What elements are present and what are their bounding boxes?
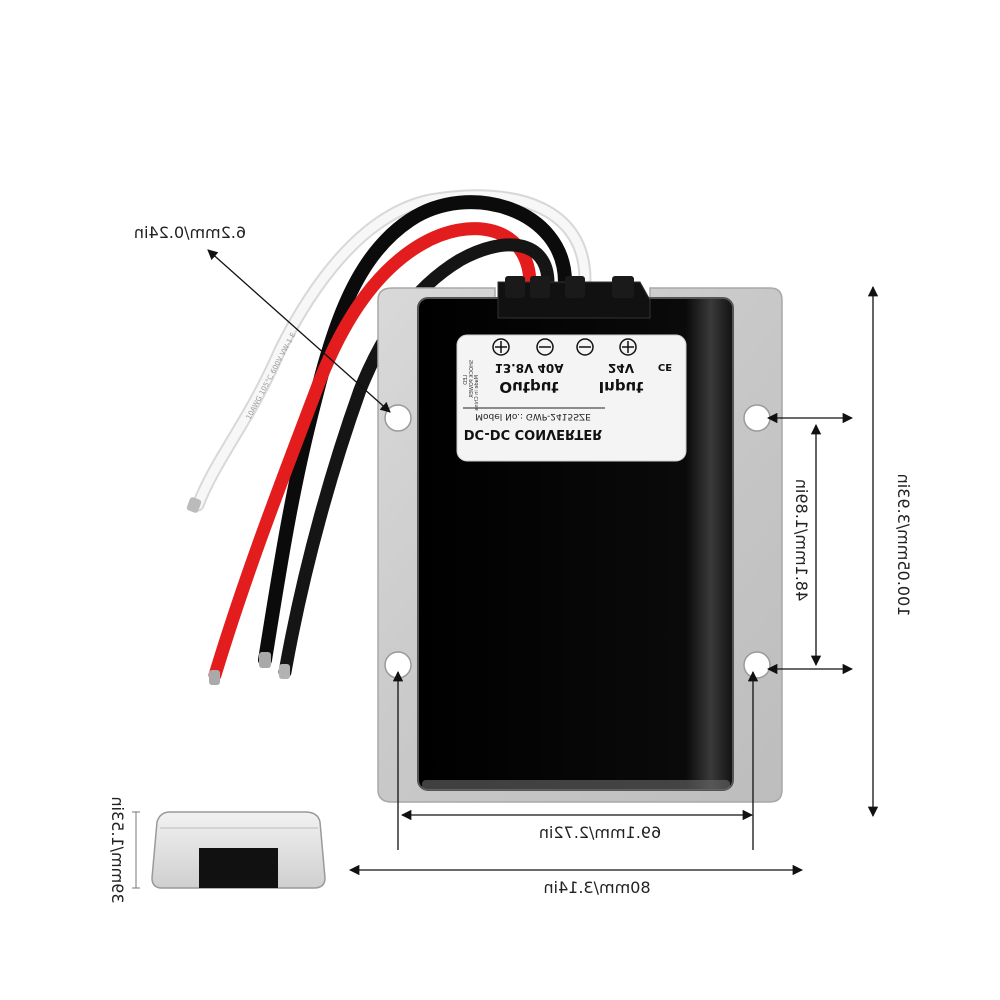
output-value: 13.8V 40A	[494, 361, 564, 375]
dim-total-height: 100.05mm/3.93in	[894, 474, 913, 617]
dim-hole-diameter: 6.2mm/0.24in	[134, 223, 246, 242]
model-number: Model No.: GWP-2415SZE	[475, 411, 591, 421]
dim-thickness: 39mm/1.53in	[108, 796, 127, 903]
side-view	[132, 811, 326, 889]
dimension-lines	[207, 249, 879, 876]
input-heading: Input	[599, 378, 644, 396]
ce-mark: CE	[658, 361, 672, 372]
mounting-hole-top-left	[384, 404, 412, 432]
mounting-hole-top-right	[743, 404, 771, 432]
input-value: 24V	[608, 361, 635, 375]
mounting-hole-bottom-right	[743, 651, 771, 679]
small-print-made-in: Made in China	[474, 375, 480, 411]
dimension-labels: 6.2mm/0.24in 48.1mm/1.89in 100.05mm/3.93…	[108, 223, 913, 904]
product-label: 24V 13.8V 40A Input Output CE Made in Ch…	[456, 334, 687, 462]
wire-print-text: 10AWG 105°C 600V VW-1 E	[245, 331, 298, 421]
dim-total-width: 80mm/3.14in	[543, 878, 650, 897]
output-heading: Output	[499, 378, 558, 396]
dim-hole-spacing-horizontal: 69.1mm/2.72in	[539, 823, 661, 842]
dim-hole-spacing-vertical: 48.1mm/1.89in	[792, 479, 811, 601]
small-print-led: LED	[463, 375, 469, 385]
side-view-potting	[199, 848, 278, 888]
label-title: DC-DC CONVERTER	[464, 426, 602, 441]
terminal-symbols	[492, 338, 637, 356]
small-print-brand: SHOCK POWER	[469, 360, 475, 398]
